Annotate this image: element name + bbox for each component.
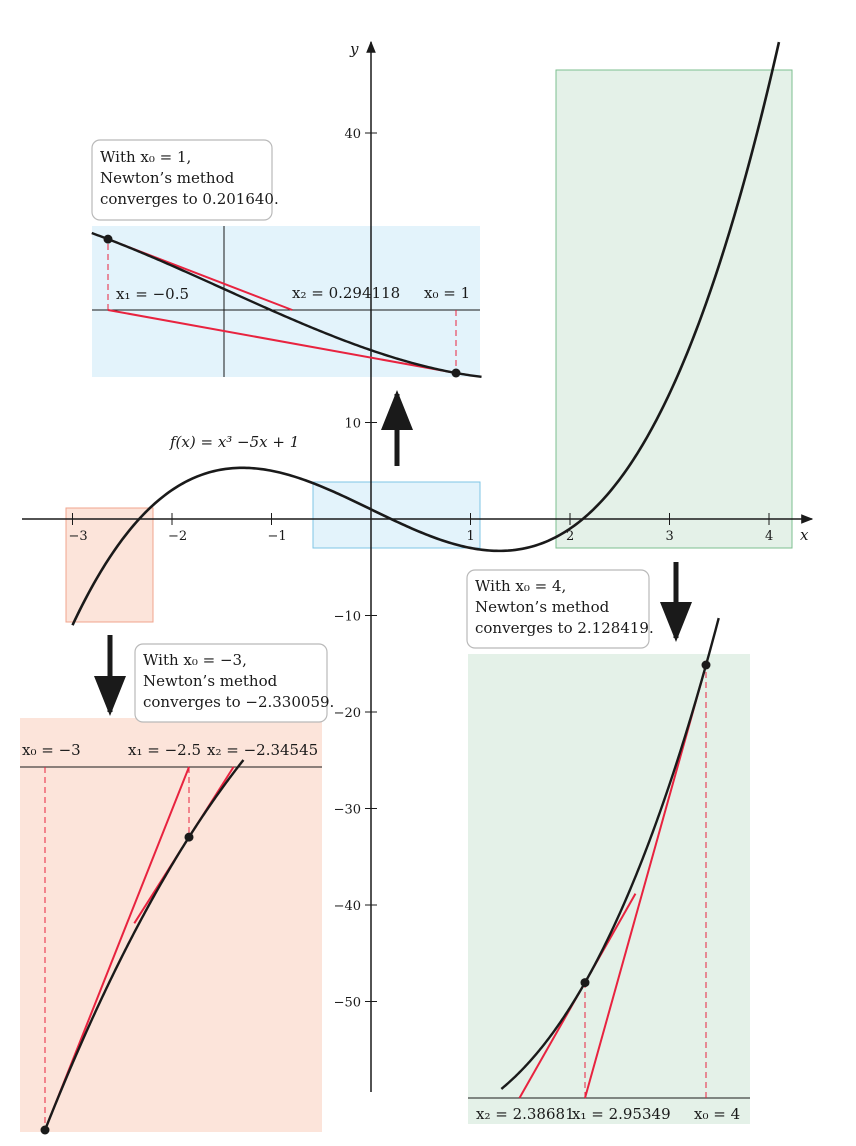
- x-axis-name: x: [800, 526, 809, 544]
- red-zoom-region: [65, 507, 154, 623]
- callout-green: With x₀ = 4, Newton’s method converges t…: [466, 569, 654, 649]
- callout-red-line3: converges to −2.330059.: [143, 693, 334, 711]
- function-curve: [71, 41, 781, 626]
- y-tick-label: −20: [334, 706, 361, 721]
- y-tick-label: 40: [344, 127, 361, 142]
- red-label-x2: x₂ = −2.34545: [207, 741, 318, 759]
- y-tick-label: −40: [334, 899, 361, 914]
- zoom-curve: [91, 231, 482, 379]
- zoom-curve: [500, 617, 720, 1090]
- blue-zoom-panel: [92, 226, 480, 377]
- function-label: f(x) = x³ −5x + 1: [169, 433, 299, 451]
- zoom-curve: [43, 759, 245, 1131]
- main-curve-group: [71, 41, 781, 626]
- blue-panel-content: [91, 226, 482, 379]
- blue-zoom-region: [312, 481, 481, 549]
- x-tick-label: 2: [566, 529, 574, 544]
- callout-blue: With x₀ = 1, Newton’s method converges t…: [91, 139, 279, 221]
- blue-label-x2: x₂ = 0.294118: [292, 284, 400, 302]
- red-label-x0: x₀ = −3: [22, 741, 81, 759]
- y-tick-label: −30: [334, 803, 361, 818]
- red-zoom-panel: [20, 718, 322, 1132]
- red-label-x1: x₁ = −2.5: [128, 741, 201, 759]
- green-panel-content: [468, 617, 750, 1099]
- x-tick-label: −2: [168, 529, 187, 544]
- main-axes: x y −3 −2 −1 1 2 3 4 40 10 −10 −20 −30 −40 −50: [22, 40, 814, 1092]
- green-zoom-region: [555, 69, 793, 549]
- blue-label-x0: x₀ = 1: [424, 284, 470, 302]
- x-tick-label: −1: [268, 529, 287, 544]
- red-panel-content: [20, 759, 322, 1135]
- x-tick-label: 3: [666, 529, 674, 544]
- x-tick-label: −3: [69, 529, 88, 544]
- y-axis-name: y: [349, 40, 359, 58]
- callout-red-line1: With x₀ = −3,: [143, 651, 247, 669]
- blue-label-x1: x₁ = −0.5: [116, 285, 189, 303]
- callout-green-line2: Newton’s method: [475, 598, 610, 616]
- callout-green-line3: converges to 2.128419.: [475, 619, 654, 637]
- tangent-line: [107, 309, 457, 374]
- y-tick-label: −10: [334, 610, 361, 625]
- callout-blue-line1: With x₀ = 1,: [100, 148, 191, 166]
- callout-blue-line2: Newton’s method: [100, 169, 235, 187]
- x-tick-label: 1: [467, 529, 475, 544]
- green-label-x1: x₁ = 2.95349: [572, 1105, 671, 1123]
- iterate-point: [184, 832, 194, 842]
- iterate-point: [103, 234, 113, 244]
- y-tick-label: 10: [344, 417, 361, 432]
- green-label-x0: x₀ = 4: [694, 1105, 740, 1123]
- y-tick-label: −50: [334, 996, 361, 1011]
- iterate-point: [580, 978, 590, 988]
- callout-red: With x₀ = −3, Newton’s method converges …: [134, 643, 334, 723]
- callout-green-line1: With x₀ = 4,: [475, 577, 566, 595]
- iterate-point: [40, 1125, 50, 1135]
- green-zoom-panel: [468, 654, 750, 1124]
- green-label-x2: x₂ = 2.38681: [476, 1105, 575, 1123]
- iterate-point: [701, 660, 711, 670]
- callout-blue-line3: converges to 0.201640.: [100, 190, 279, 208]
- x-tick-label: 4: [765, 529, 773, 544]
- iterate-point: [451, 368, 461, 378]
- callout-red-line2: Newton’s method: [143, 672, 278, 690]
